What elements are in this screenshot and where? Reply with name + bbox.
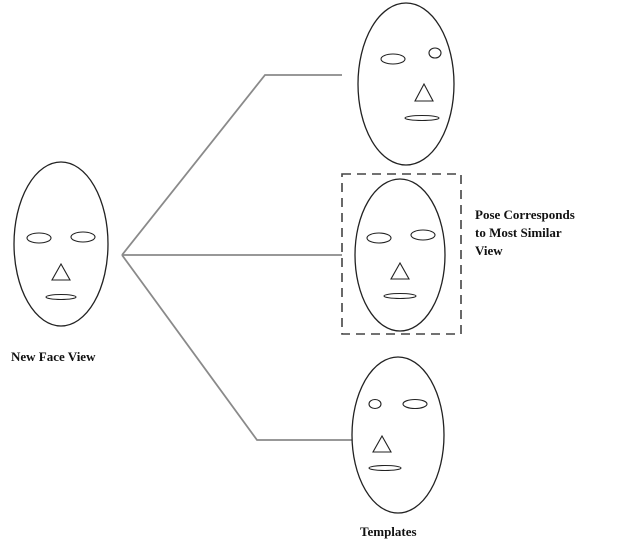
left-eye bbox=[26, 232, 52, 244]
template-face-bottom bbox=[351, 356, 445, 514]
face-outline bbox=[351, 356, 445, 514]
pose-corresponds-label-line-1: Pose Corresponds bbox=[475, 207, 575, 222]
new-face bbox=[13, 161, 109, 327]
pose-corresponds-label-line-3: View bbox=[475, 243, 503, 258]
mouth bbox=[45, 293, 77, 301]
left-eye bbox=[368, 398, 382, 410]
nose-triangle bbox=[51, 262, 71, 281]
template-face-middle bbox=[341, 173, 462, 335]
left-eye bbox=[366, 232, 392, 244]
mouth bbox=[404, 114, 440, 122]
template-face-top bbox=[357, 2, 455, 166]
face-outline bbox=[357, 2, 455, 166]
connector-bottom bbox=[121, 254, 352, 441]
nose-triangle bbox=[372, 434, 392, 453]
templates-label: Templates bbox=[360, 524, 417, 539]
pose-corresponds-label-line-2: to Most Similar bbox=[475, 225, 562, 240]
right-eye bbox=[70, 231, 96, 243]
mouth bbox=[368, 464, 402, 472]
mouth bbox=[383, 292, 417, 300]
nose-triangle bbox=[414, 82, 434, 102]
left-eye bbox=[380, 53, 406, 65]
face-outline bbox=[13, 161, 109, 327]
face-outline bbox=[354, 178, 446, 332]
new-face-view-label: New Face View bbox=[11, 349, 96, 364]
right-eye bbox=[428, 47, 442, 59]
right-eye bbox=[410, 229, 436, 241]
nose-triangle bbox=[390, 261, 410, 280]
right-eye bbox=[402, 398, 428, 410]
connector-top bbox=[121, 74, 342, 256]
most-similar-selection-box bbox=[341, 173, 462, 335]
connectors bbox=[121, 74, 352, 441]
